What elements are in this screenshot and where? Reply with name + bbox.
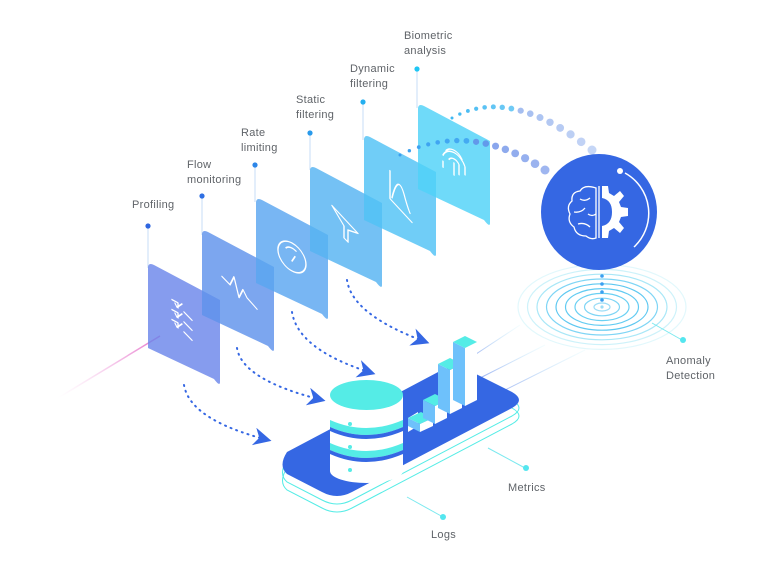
arc-dot xyxy=(587,145,597,155)
bell-curve-icon xyxy=(389,169,413,224)
arc-dot xyxy=(546,118,554,127)
logs-dot xyxy=(440,514,446,520)
arc-dot xyxy=(444,138,450,144)
layer-leaders xyxy=(147,69,418,268)
arc-dot xyxy=(398,153,402,157)
anomaly-detection-dot xyxy=(680,337,686,343)
arc-dot xyxy=(490,104,496,110)
gauge-icon xyxy=(277,240,307,274)
gear-half-icon xyxy=(602,186,628,238)
arc-dot xyxy=(435,140,440,145)
output-leaders xyxy=(406,322,683,518)
arc-dot xyxy=(501,145,510,154)
arc-dot xyxy=(407,149,412,153)
ai-engine[interactable] xyxy=(541,154,657,270)
arc-dot xyxy=(474,106,479,111)
metrics-bar-chart xyxy=(408,336,477,432)
arc-dot xyxy=(540,165,550,175)
label-static-filtering: Static filtering xyxy=(296,94,335,121)
label-biometric-analysis: Biometric analysis xyxy=(404,30,453,57)
database-icon xyxy=(330,380,403,483)
label-profiling: Profiling xyxy=(132,199,175,211)
fingerprint-icon xyxy=(442,148,466,176)
dynamic-filtering-dot xyxy=(360,99,366,105)
arc-dot xyxy=(499,104,505,110)
arc-dot xyxy=(520,154,530,163)
arc-dot xyxy=(576,137,586,147)
bar-1 xyxy=(408,412,433,432)
profiling-dot xyxy=(145,223,151,229)
arc-dot xyxy=(482,140,490,147)
arc-dot xyxy=(458,112,462,116)
pulse-icon xyxy=(221,275,258,310)
arc-dot xyxy=(426,142,431,147)
bar-4 xyxy=(453,336,477,406)
radar-ring xyxy=(545,278,659,336)
arc-dot xyxy=(465,109,470,113)
arc-dot xyxy=(472,138,480,145)
engine-to-rings-dots xyxy=(600,274,604,309)
arc-dot xyxy=(454,137,460,144)
label-metrics: Metrics xyxy=(508,482,546,494)
checklist-icon xyxy=(171,298,193,342)
metrics-dot xyxy=(523,465,529,471)
funnel-icon xyxy=(331,204,359,243)
anomaly-beams xyxy=(469,324,586,396)
arc-dot xyxy=(492,142,500,150)
incoming-traffic-line xyxy=(57,335,161,399)
label-anomaly-detection: Anomaly Detection xyxy=(666,355,716,382)
arc-dot xyxy=(508,105,515,112)
data-arcs xyxy=(398,104,597,175)
brain-gear-icon xyxy=(567,185,600,240)
static-filtering-dot xyxy=(307,130,313,136)
arc-dot xyxy=(450,116,454,120)
arc-dot xyxy=(482,105,487,110)
radar-ring xyxy=(564,288,640,327)
arc-dot xyxy=(526,110,534,117)
flow-monitoring-dot xyxy=(199,193,205,199)
arc-dot xyxy=(566,130,575,139)
radar-ring xyxy=(593,302,611,312)
biometric-analysis-dot xyxy=(414,66,420,72)
layer-panel-biometric-analysis[interactable] xyxy=(418,105,490,225)
arc-dot xyxy=(517,107,524,114)
flow-arrows xyxy=(183,279,430,446)
security-layers xyxy=(148,105,490,384)
arc-dot xyxy=(536,114,544,122)
label-rate-limiting: Rate limiting xyxy=(241,127,278,154)
rate-limiting-dot xyxy=(252,162,258,168)
arc-dot xyxy=(530,159,540,169)
label-logs: Logs xyxy=(431,529,457,541)
arc-dot xyxy=(416,145,421,150)
label-flow-monitoring: Flow monitoring xyxy=(187,159,242,186)
arc-dot xyxy=(511,149,520,158)
label-dynamic-filtering: Dynamic filtering xyxy=(350,63,395,90)
arc-dot xyxy=(556,124,565,132)
arc-dot xyxy=(463,137,470,144)
